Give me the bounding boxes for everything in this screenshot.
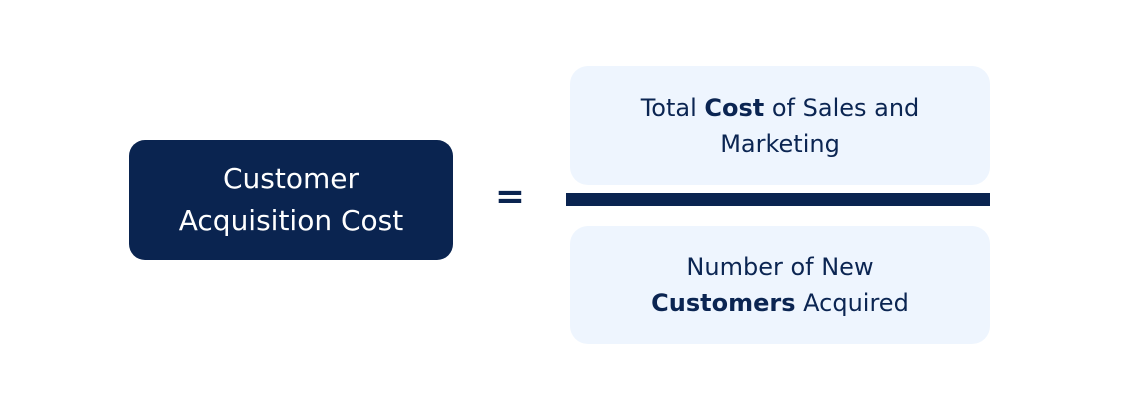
denominator-bold: Customers: [651, 289, 796, 317]
lhs-line1: Customer: [222, 162, 359, 195]
numerator-post: of Sales and Marketing: [720, 93, 920, 158]
fraction-bar: [566, 193, 990, 206]
numerator-box: Total Cost of Sales and Marketing: [570, 66, 990, 185]
denominator-post: Acquired: [795, 289, 909, 317]
denominator-box: Number of New Customers Acquired: [570, 226, 990, 344]
numerator-bold: Cost: [704, 93, 765, 122]
lhs-line2: Acquisition Cost: [178, 204, 404, 237]
denominator-pre: Number of New: [686, 253, 874, 281]
equals-sign: =: [494, 176, 526, 217]
numerator-pre: Total: [640, 93, 705, 122]
